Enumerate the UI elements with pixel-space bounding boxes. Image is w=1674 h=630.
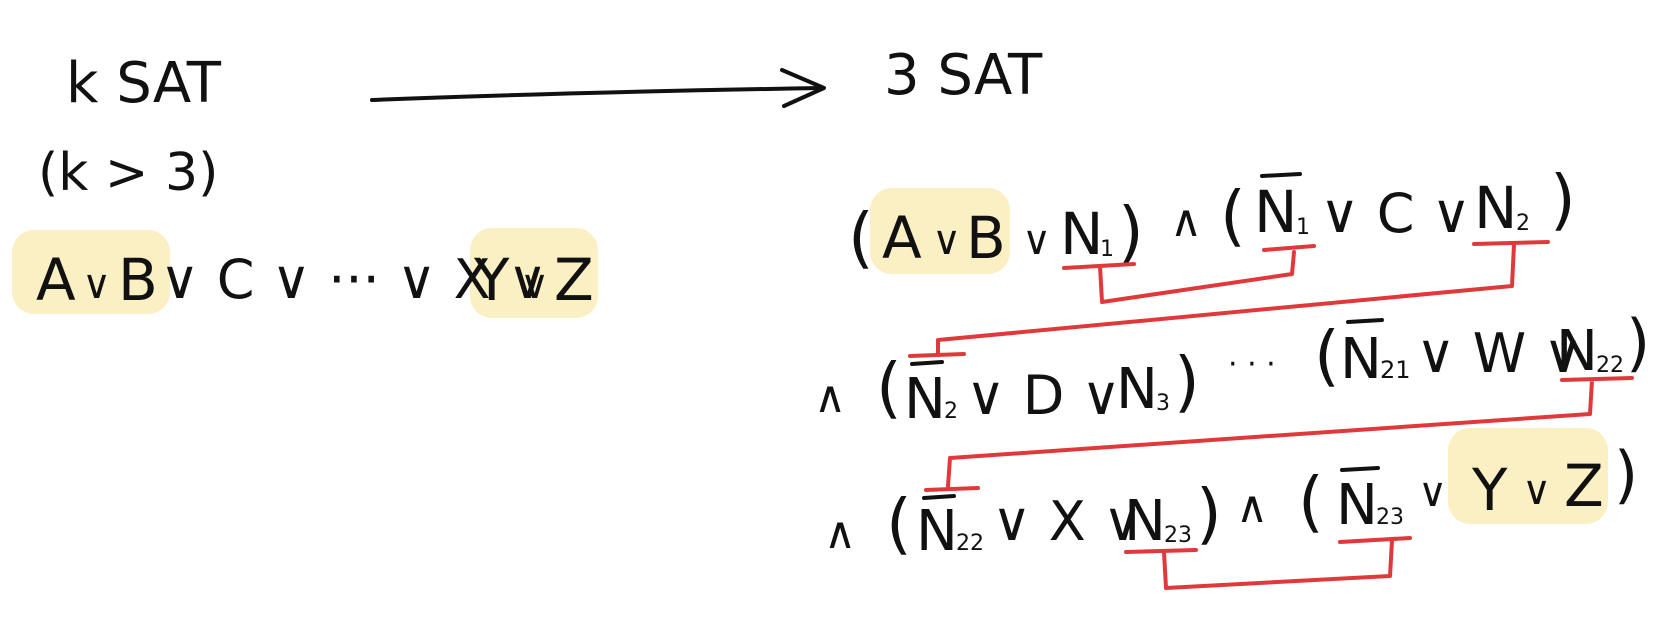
and-symbol: ∧ — [1170, 196, 1202, 247]
var-N1: N — [1060, 200, 1103, 268]
paren-open: ( — [1298, 463, 1324, 540]
paren-close: ) — [1626, 306, 1650, 379]
connector-N2 — [908, 240, 1550, 358]
3sat-row-2: ∧ ( N 2 ∨ D ∨ N 3 ) · · · ( N 21 ∨ W ∨ N… — [814, 306, 1650, 432]
subscript: 2 — [1516, 211, 1530, 236]
and-symbol: ∧ — [824, 508, 856, 559]
paren-open: ( — [1314, 317, 1340, 394]
highlight-left-YZ — [470, 228, 598, 318]
paren-close: ) — [1196, 475, 1222, 552]
or-symbol: ∨ — [1522, 468, 1551, 514]
negation-bar — [1346, 318, 1384, 324]
paren-close: ) — [1118, 193, 1144, 270]
literal-Z: Z — [1564, 452, 1604, 520]
negation-bar — [922, 494, 956, 500]
subscript: 2 — [944, 399, 958, 424]
subscript: 3 — [1156, 391, 1170, 416]
literal-Z: Z — [554, 246, 594, 314]
and-symbol: ∧ — [814, 372, 846, 423]
clause-middle: ∨ W ∨ — [1416, 322, 1583, 385]
literal-A: A — [36, 246, 76, 314]
paren-open: ( — [886, 485, 912, 562]
or-symbol: ∨ — [1022, 218, 1051, 264]
literal-B: B — [966, 204, 1006, 272]
clause-middle: ∨ D ∨ — [966, 364, 1121, 427]
or-symbol: ∨ — [1418, 470, 1447, 516]
3sat-row-3: ∧ ( N 22 ∨ X ∨ N 23 ) ∧ ( N 23 ∨ Y ∨ Z ) — [824, 438, 1638, 564]
subscript: 22 — [956, 531, 984, 556]
connector-N23 — [1124, 536, 1412, 590]
negation-bar — [910, 360, 944, 366]
subscript: 23 — [1164, 523, 1192, 548]
paren-close: ) — [1174, 343, 1200, 420]
literal-Y: Y — [1471, 456, 1508, 524]
connectors — [908, 240, 1634, 590]
and-symbol: ∧ — [1236, 482, 1268, 533]
literal-Y: Y — [473, 246, 510, 314]
paren-open: ( — [848, 199, 874, 276]
highlight-right-YZ — [1448, 428, 1608, 524]
var-not-N2: N — [904, 367, 946, 432]
or-symbol: ∨ — [932, 218, 961, 264]
var-not-N21: N — [1340, 327, 1382, 392]
var-not-N22: N — [916, 499, 958, 564]
long-right-arrow-icon — [370, 68, 826, 108]
paren-open: ( — [876, 349, 902, 426]
var-not-N1: N — [1254, 178, 1297, 246]
var-N23: N — [1124, 489, 1166, 554]
connector-N22 — [924, 376, 1634, 492]
var-N2: N — [1474, 174, 1517, 242]
subscript: 23 — [1376, 505, 1404, 530]
subscript: 21 — [1380, 356, 1411, 384]
or-symbol: ∨ — [520, 262, 549, 308]
var-N22: N — [1556, 319, 1598, 384]
connector-N1 — [1062, 244, 1316, 304]
literal-B: B — [118, 246, 158, 314]
3sat-title: 3 SAT — [884, 43, 1043, 108]
var-N3: N — [1116, 357, 1158, 422]
literal-A: A — [882, 204, 922, 272]
clause-middle: ∨ C ∨ — [1320, 182, 1471, 245]
paren-close: ) — [1614, 438, 1638, 511]
ksat-clause: A ∨ B ∨ C ∨ ··· ∨ X ∨ Y ∨ Z — [36, 246, 594, 314]
clause-middle: ∨ C ∨ ··· ∨ X ∨ — [160, 248, 547, 311]
paren-close: ) — [1550, 161, 1576, 238]
negation-bar — [1260, 172, 1302, 178]
clause-middle: ∨ X ∨ — [992, 490, 1142, 553]
ksat-title: k SAT — [66, 51, 222, 116]
paren-open: ( — [1220, 177, 1246, 254]
highlight-left-AB — [12, 230, 170, 314]
3sat-row-1: ( A ∨ B ∨ N 1 ) ∧ ( N 1 ∨ C ∨ N 2 ) — [848, 161, 1576, 276]
k-condition: (k > 3) — [38, 143, 218, 203]
var-not-N23: N — [1336, 473, 1378, 538]
negation-bar — [1340, 466, 1380, 472]
ellipsis: · · · — [1228, 347, 1276, 382]
subscript: 1 — [1100, 237, 1114, 262]
highlight-right-AB — [870, 188, 1010, 274]
or-symbol: ∨ — [82, 262, 111, 308]
subscript: 22 — [1596, 353, 1624, 378]
subscript: 1 — [1296, 215, 1310, 240]
